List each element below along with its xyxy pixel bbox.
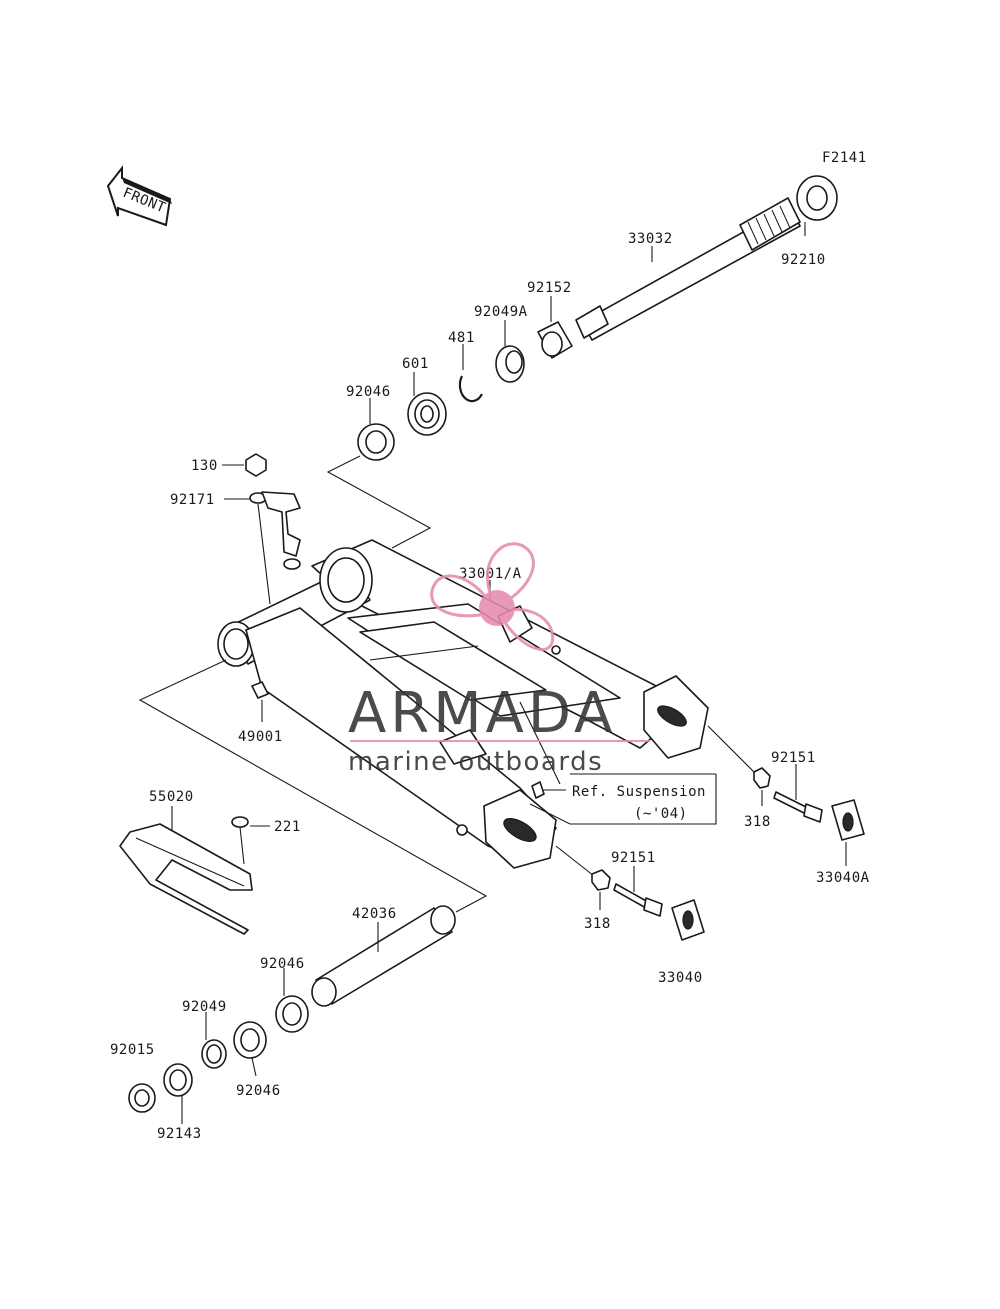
label-33040: 33040: [658, 970, 703, 986]
part-92143-collar: [163, 1063, 193, 1124]
part-92171-clamp: [224, 491, 301, 605]
part-221-screw: [231, 816, 270, 865]
part-92152-collar: [537, 296, 573, 359]
part-92151-bolt-right: [773, 764, 823, 823]
label-601: 601: [402, 356, 429, 372]
label-92049: 92049: [182, 999, 227, 1015]
label-481: 481: [448, 330, 475, 346]
label-92171: 92171: [170, 492, 215, 508]
part-92046-needle-bearing-low: [233, 1021, 267, 1077]
part-92015-nut: [128, 1083, 156, 1113]
part-55020-chain-slider: [119, 806, 253, 935]
label-130: 130: [191, 458, 218, 474]
label-49001: 49001: [238, 729, 283, 745]
label-92015: 92015: [110, 1042, 155, 1058]
part-42036-sleeve: [311, 905, 456, 1007]
label-92151-right: 92151: [771, 750, 816, 766]
part-49001-grease-fitting: [251, 681, 269, 722]
ref-note-line2: (~'04): [634, 806, 688, 822]
part-33032-pivot-shaft: [575, 197, 801, 341]
label-92049A: 92049A: [474, 304, 528, 320]
part-33001A-swingarm: [217, 539, 709, 869]
label-33040A: 33040A: [816, 870, 870, 886]
part-92049A-seal: [495, 320, 525, 383]
part-318-nut-right: [753, 767, 771, 806]
label-92046-low: 92046: [236, 1083, 281, 1099]
armada-watermark: ARMADA marine outboards: [348, 542, 650, 777]
label-33001A: 33001/A: [459, 566, 522, 582]
propeller-hub-icon: [479, 590, 515, 626]
label-92046-upper: 92046: [346, 384, 391, 400]
part-92210-nut: [796, 175, 838, 236]
label-318-left: 318: [584, 916, 611, 932]
front-arrow-icon: FRONT: [106, 165, 172, 227]
label-42036: 42036: [352, 906, 397, 922]
label-318-right: 318: [744, 814, 771, 830]
label-92152: 92152: [527, 280, 572, 296]
part-481-circlip: [458, 344, 483, 403]
adjuster-guide-line-right: [707, 725, 755, 773]
part-33040A-adjuster-block: [831, 799, 865, 866]
diagram-code: F2141: [822, 150, 867, 166]
part-601-bearing: [407, 372, 447, 436]
label-33032: 33032: [628, 231, 673, 247]
part-92049-seal: [201, 1012, 227, 1069]
propeller-logo-icon: [430, 542, 555, 651]
part-33040-adjuster-block: [671, 899, 705, 941]
ref-suspension-note: Ref. Suspension (~'04): [519, 701, 717, 825]
label-92210: 92210: [781, 252, 826, 268]
adjuster-guide-line-left: [555, 845, 595, 877]
label-55020: 55020: [149, 789, 194, 805]
ref-note-line1: Ref. Suspension: [572, 784, 706, 800]
label-92151-left: 92151: [611, 850, 656, 866]
watermark-tagline: marine outboards: [348, 747, 603, 777]
label-221: 221: [274, 819, 301, 835]
label-92143: 92143: [157, 1126, 202, 1142]
part-130-bolt: [222, 453, 267, 477]
part-92046-needle-bearing-mid: [275, 968, 309, 1033]
pivot-guide-line: [326, 455, 432, 549]
lower-guide-line: [138, 659, 488, 913]
label-92046-mid: 92046: [260, 956, 305, 972]
part-318-nut-left: [591, 869, 611, 910]
watermark-brand: ARMADA: [348, 681, 616, 746]
part-92046-needle-bearing-upper: [357, 398, 395, 461]
part-92151-bolt-left: [613, 866, 663, 917]
